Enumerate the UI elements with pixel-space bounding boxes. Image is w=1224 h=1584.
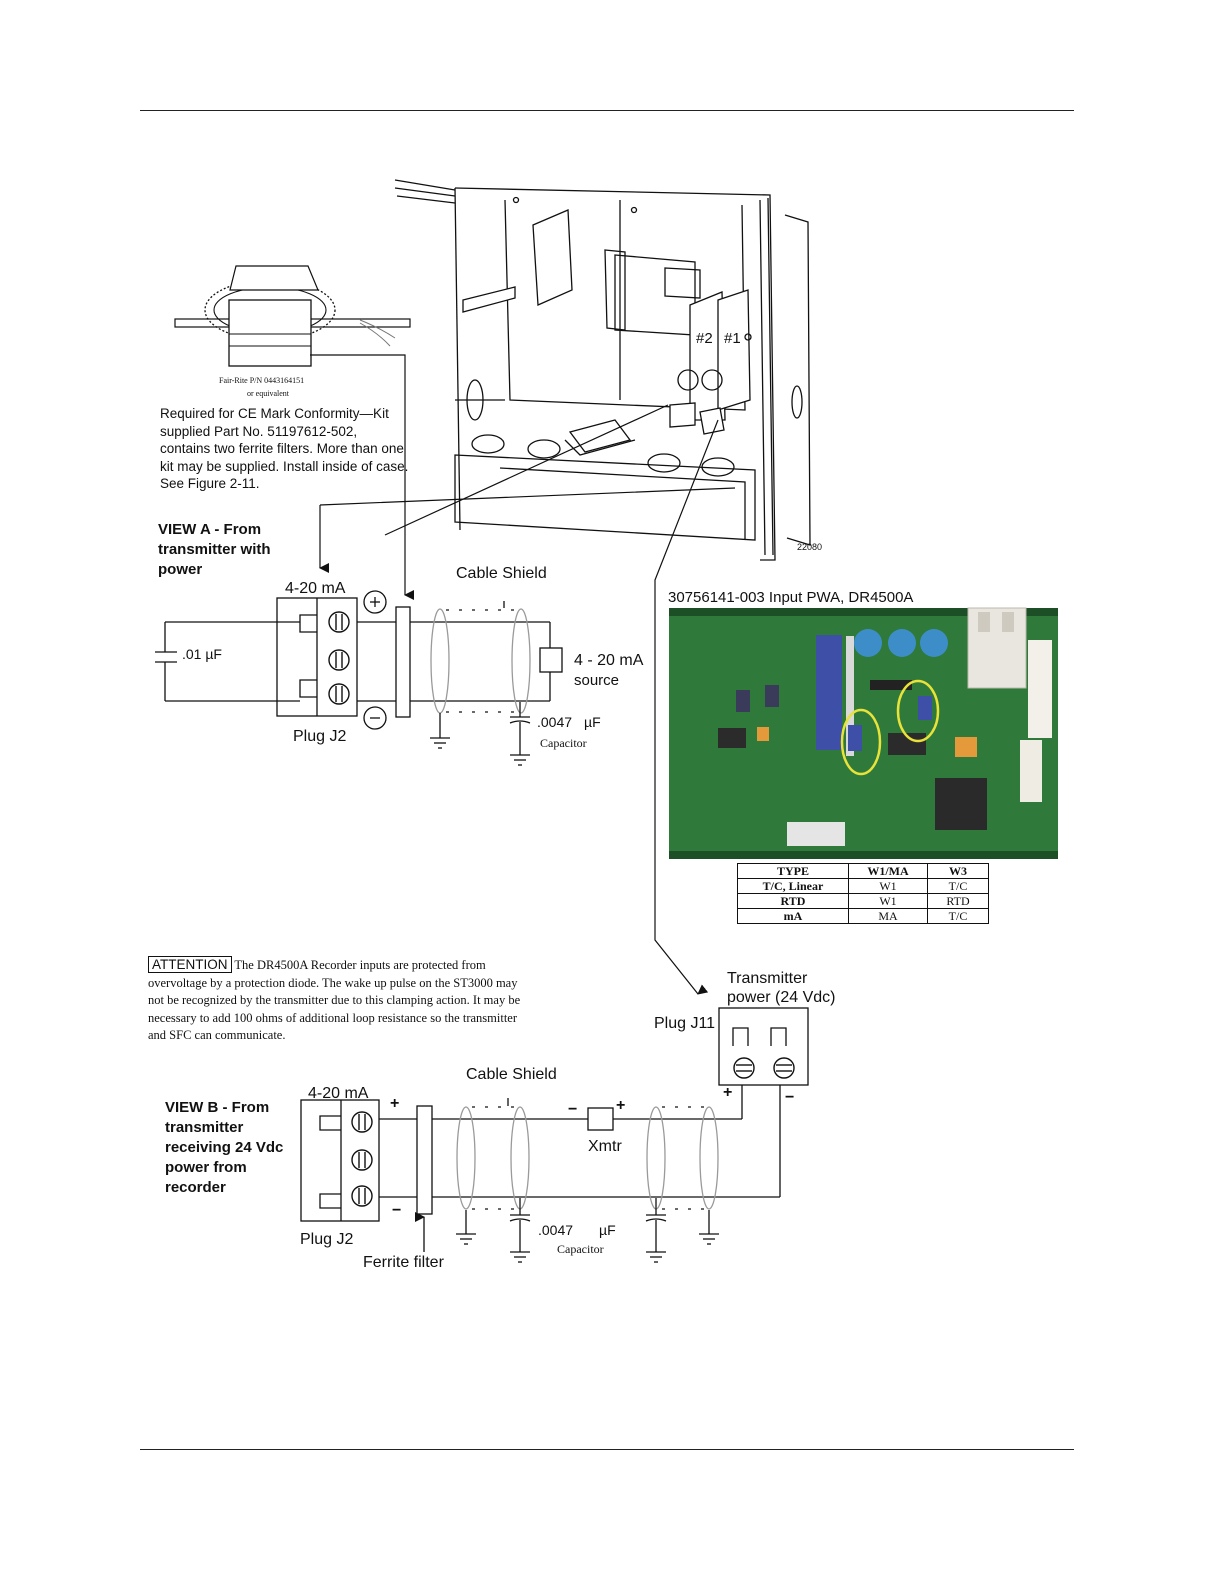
plug-j11-terminals [733, 1057, 795, 1079]
footer-rule [140, 1449, 1074, 1450]
view-a-cap-unit: µF [584, 714, 601, 730]
channel-1-label: #1 [724, 330, 741, 347]
jumper-header-w3: W3 [927, 863, 989, 879]
jumper-header-type: TYPE [737, 863, 849, 879]
ferrite-part-label: Fair-Rite P/N 0443164151 [219, 376, 304, 385]
view-a-capacitor-label: .01 µF [182, 646, 222, 662]
table-cell: T/C, Linear [737, 878, 849, 894]
jumper-header-w1: W1/MA [848, 863, 928, 879]
jumper-table-header: TYPE W1/MA W3 [737, 863, 989, 879]
view-b-cap-value: .0047 [538, 1222, 573, 1238]
view-b-plus-1: + [390, 1095, 399, 1112]
drawing-number: 22080 [797, 542, 822, 552]
table-cell: RTD [927, 893, 989, 909]
view-b-minus-1: − [392, 1202, 401, 1219]
channel-2-label: #2 [696, 330, 713, 347]
table-row: RTD W1 RTD [737, 893, 989, 909]
view-a-cable-shield-label: Cable Shield [456, 565, 547, 582]
attention-note: ATTENTION The DR4500A Recorder inputs ar… [148, 956, 523, 1045]
table-cell: T/C [927, 908, 989, 924]
view-b-minus-j11: − [785, 1089, 794, 1106]
table-cell: mA [737, 908, 849, 924]
view-a-source-label-2: source [574, 672, 619, 689]
ce-mark-note: Required for CE Mark Conformity—Kit supp… [160, 406, 409, 491]
view-b-plus-xmtr: + [616, 1097, 625, 1114]
table-cell: RTD [737, 893, 849, 909]
attention-text: The DR4500A Recorder inputs are protecte… [148, 958, 521, 1043]
view-a-current-label: 4-20 mA [285, 580, 346, 597]
table-cell: W1 [848, 893, 928, 909]
ferrite-part-label-2: or equivalent [247, 389, 290, 398]
transmitter-power-label-1: Transmitter [727, 970, 808, 987]
table-cell: MA [848, 908, 928, 924]
plug-j11-label: Plug J11 [654, 1015, 715, 1032]
view-b-cap-unit: µF [599, 1222, 616, 1238]
header-rule [140, 110, 1074, 111]
view-a-cap-value: .0047 [537, 714, 572, 730]
view-b-plug-label: Plug J2 [300, 1231, 353, 1248]
view-a-title: VIEW A - From transmitter with power [158, 521, 271, 578]
view-a-source-label-1: 4 - 20 mA [574, 652, 644, 669]
view-a-cap-word: Capacitor [540, 736, 587, 750]
jumper-table: TYPE W1/MA W3 T/C, Linear W1 T/C RTD W1 … [737, 863, 989, 924]
table-row: mA MA T/C [737, 908, 989, 924]
view-b-current-label: 4-20 mA [308, 1085, 369, 1102]
table-cell: W1 [848, 878, 928, 894]
view-b-xmtr-label: Xmtr [588, 1138, 622, 1155]
view-b-ferrite-filter-label: Ferrite filter [363, 1254, 445, 1271]
view-b-title: VIEW B - From transmitter receiving 24 V… [165, 1099, 284, 1196]
attention-label: ATTENTION [148, 956, 232, 973]
view-b-plus-j11: + [723, 1084, 732, 1101]
input-pwa-board-photo [669, 607, 1058, 859]
transmitter-power-label-2: power (24 Vdc) [727, 989, 836, 1006]
view-a-plug-label: Plug J2 [293, 728, 346, 745]
view-b-cap-word: Capacitor [557, 1242, 604, 1256]
recorder-enclosure-illustration [394, 179, 811, 561]
ferrite-core-illustration [174, 265, 411, 367]
table-row: T/C, Linear W1 T/C [737, 878, 989, 894]
pwa-title: 30756141-003 Input PWA, DR4500A [668, 589, 913, 606]
view-b-minus-xmtr: − [568, 1101, 577, 1118]
leader-lines [310, 354, 736, 995]
view-a-circuit [155, 590, 563, 745]
view-b-cable-shield-label: Cable Shield [466, 1066, 557, 1083]
table-cell: T/C [927, 878, 989, 894]
